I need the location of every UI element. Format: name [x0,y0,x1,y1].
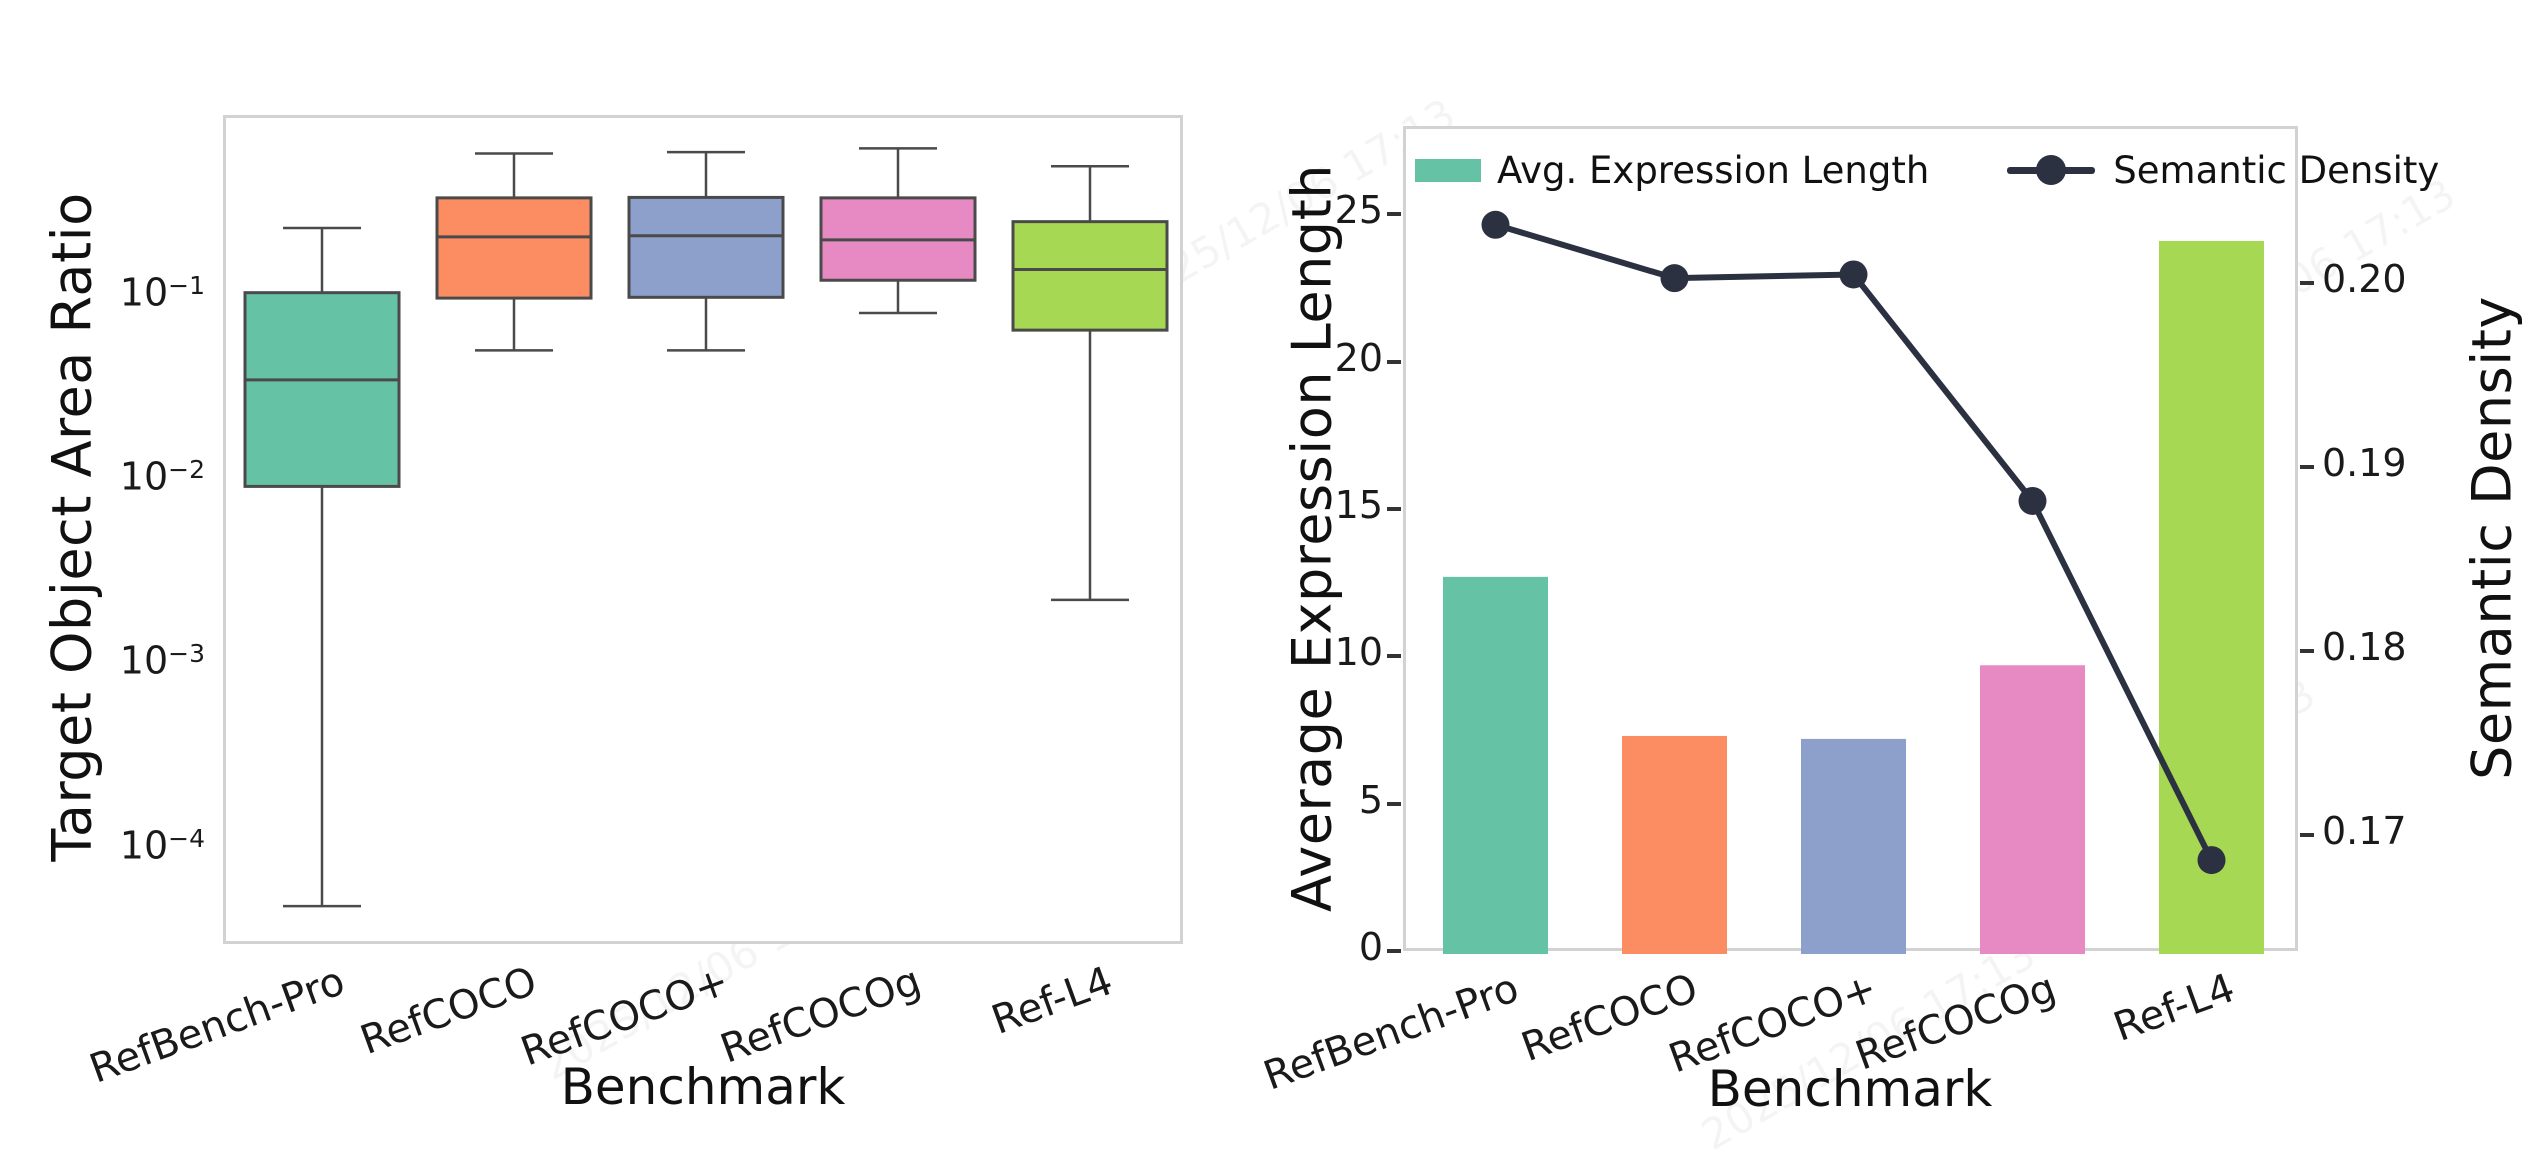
left-y-tick-label: 25 [1334,188,1383,233]
combo-x-axis-label: Benchmark [1707,1060,1993,1118]
y-tick-exponent: −2 [168,455,205,485]
right-y-tick-mark [2300,832,2314,837]
left-y-tick-mark [1387,507,1401,512]
right-y-tick-label: 0.17 [2322,808,2407,853]
left-y-tick-mark [1387,359,1401,364]
box-RefCOCO [435,196,593,300]
bar-RefBench-Pro [1443,576,1548,954]
bar-Ref-L4 [2159,240,2264,954]
line-marker-RefCOCO+ [1839,260,1868,289]
left-y-tick-label: 20 [1334,335,1383,380]
y-tick-label: 10−3 [119,639,205,684]
line-marker-Ref-L4 [2197,846,2226,875]
bar-RefCOCO+ [1801,738,1906,954]
left-y-tick-label: 15 [1334,483,1383,528]
boxplot-plot-area [223,115,1183,944]
legend-label-bar-series: Avg. Expression Length [1497,148,1930,192]
right-y-tick-mark [2300,464,2314,469]
right-y-tick-mark [2300,648,2314,653]
combo-plot-area [1403,126,2298,954]
left-y-tick-mark [1387,801,1401,806]
line-marker-RefCOCOg [2018,486,2047,515]
box-RefCOCO+ [627,195,785,299]
y-tick-exponent: −3 [168,639,205,669]
combo-canvas [1443,210,2264,954]
boxplot-canvas [243,147,1169,908]
left-y-tick-mark [1387,654,1401,659]
left-y-tick-mark [1387,212,1401,217]
right-y-tick-label: 0.20 [2322,256,2407,301]
line-marker-RefCOCO [1660,264,1689,293]
right-y-tick-mark [2300,280,2314,285]
right-y-tick-label: 0.19 [2322,440,2407,485]
legend: Avg. Expression Length Semantic Density [1415,146,2439,194]
legend-label-line-series: Semantic Density [2113,148,2440,192]
legend-line-dot [2036,155,2067,185]
line-series-marker-icon [2007,155,2096,185]
y-tick-label: 10−4 [119,823,205,868]
box-RefBench-Pro [243,291,401,488]
left-y-tick-label: 0 [1358,925,1383,969]
y-tick-exponent: −1 [168,271,205,301]
bar-series-swatch-icon [1415,158,1481,182]
y-tick-label: 10−1 [119,270,205,315]
bar-RefCOCO [1622,735,1727,954]
combo-right-y-axis-label: Semantic Density [2460,296,2524,780]
bar-RefCOCOg [1980,665,2085,954]
left-y-tick-label: 5 [1358,777,1383,822]
left-y-tick-label: 10 [1334,630,1383,675]
y-tick-exponent: −4 [168,823,205,853]
box-Ref-L4 [1011,220,1169,332]
boxplot-x-axis-label: Benchmark [560,1058,846,1116]
right-y-tick-label: 0.18 [2322,624,2407,669]
line-marker-RefBench-Pro [1481,210,1510,239]
y-tick-label: 10−2 [119,454,205,499]
left-y-tick-mark [1387,949,1401,953]
